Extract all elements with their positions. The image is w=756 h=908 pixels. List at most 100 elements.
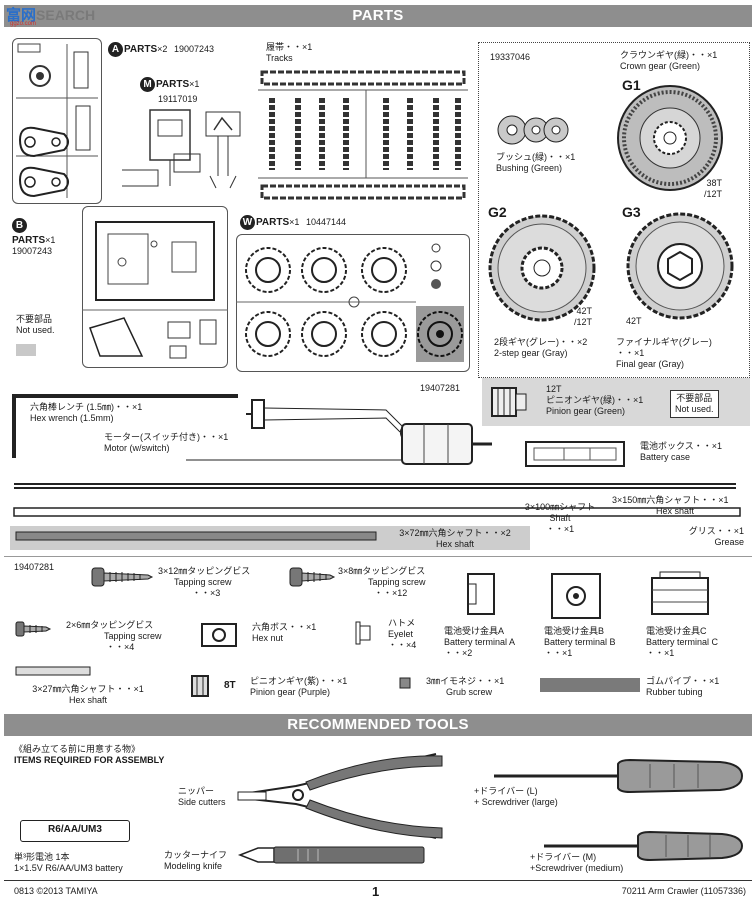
tree-w-badge: W (240, 215, 255, 230)
tree-a-drawing (16, 43, 98, 198)
tools-header-bar: RECOMMENDED TOOLS (4, 714, 752, 736)
tapping-screw-2x6-label: 2×6㎜タッピングビス Tapping screw ・・×4 (66, 620, 162, 652)
parts-title: PARTS (352, 7, 404, 24)
tapping-screw-3x8-label: 3×8㎜タッピングビス Tapping screw ・・×12 (338, 566, 426, 598)
battery-case-label: 電池ボックス・・×1 Battery case (640, 441, 722, 462)
bag-code-b: 19407281 (14, 562, 55, 572)
tapping-screw-3x12-label: 3×12㎜タッピングビス Tapping screw ・・×3 (158, 566, 251, 598)
crown-gear-label: クラウンギヤ(緑)・・×1 Crown gear (Green) (620, 50, 718, 71)
final-gear-label: ファイナルギヤ(グレー) ・・×1 Final gear (Gray) (616, 337, 712, 369)
rubber-tubing-label: ゴムパイプ・・×1 Rubber tubing (646, 676, 720, 697)
tree-b-badge: B (12, 218, 27, 233)
grub-screw-icon (399, 677, 411, 689)
watermark: 富网SEARCH (6, 4, 95, 25)
final-gear-icon (626, 212, 734, 320)
battery-terminal-a-icon (467, 573, 495, 615)
footer-copyright: 0813 ©2013 TAMIYA (14, 886, 98, 896)
motor-icon (186, 399, 492, 465)
grub-screw-label: 3㎜イモネジ・・×1 Grub screw (426, 676, 505, 697)
battery-case-icon (525, 441, 625, 467)
pinion-8t-teeth: 8T (224, 680, 236, 691)
tapping-screw-2x6-icon (15, 621, 52, 637)
g2-teeth: 42T /12T (574, 306, 593, 327)
two-step-gear-label: 2段ギヤ(グレー)・・×2 2-step gear (Gray) (494, 337, 588, 358)
tree-w-drawing (236, 243, 464, 362)
section-divider (4, 556, 752, 557)
bushing-icon (497, 115, 569, 145)
pinion-8t-icon (191, 675, 209, 697)
tools-heading: 《組み立てる前に用意する物》 ITEMS REQUIRED FOR ASSEMB… (14, 744, 165, 765)
g1-id: G1 (622, 77, 641, 93)
tapping-screw-3x8-icon (289, 567, 336, 587)
tools-title: RECOMMENDED TOOLS (287, 716, 469, 733)
hex-wrench-icon (12, 394, 238, 458)
hex-nut-icon (201, 623, 237, 647)
screwdriver-medium-icon (544, 830, 744, 862)
modeling-knife-icon (237, 846, 425, 864)
g1-teeth: 38T /12T (704, 178, 723, 199)
tree-b-frame (82, 206, 228, 368)
pinion-gear-icon (491, 387, 527, 417)
tapping-screw-3x12-icon (91, 567, 154, 587)
side-cutters-icon (237, 753, 443, 839)
tracks-drawing (258, 70, 468, 200)
watermark-sub: ggzo.com (10, 21, 37, 27)
tracks-label: 履帯・・×1 Tracks (266, 42, 313, 63)
pinion-8t-label: ピニオンギヤ(紫)・・×1 Pinion gear (Purple) (250, 676, 348, 697)
battery-terminal-b-icon (551, 573, 601, 619)
gear-code: 19337046 (490, 52, 531, 62)
gear-group-box (478, 42, 750, 378)
tree-w-frame (236, 234, 470, 372)
side-cutters-label: ニッパー Side cutters (178, 786, 226, 807)
hex-shaft-150-label: 3×150㎜六角シャフト・・×1 Hex shaft (612, 495, 729, 516)
pinion-gear-label: 12T ピニオンギヤ(緑)・・×1 Pinion gear (Green) (546, 384, 644, 416)
eyelet-icon (355, 621, 371, 645)
hex-shaft-27-icon (15, 666, 91, 676)
hex-shaft-72-label: 3×72㎜六角シャフト・・×2 Hex shaft (399, 528, 511, 549)
tree-b-label: B PARTS×1 19007243 (12, 218, 56, 256)
rubber-tubing-swatch (540, 678, 640, 692)
tree-m-code: 19117019 (158, 94, 198, 104)
battery-tag: R6/AA/UM3 (20, 820, 130, 842)
modeling-knife-label: カッターナイフ Modeling knife (164, 850, 228, 871)
shaft-100-label: 3×100㎜シャフト Shaft ・・×1 (524, 502, 596, 534)
g3-id: G3 (622, 204, 641, 220)
hex-wrench-label: 六角棒レンチ (1.5㎜)・・×1 Hex wrench (1.5mm) (30, 402, 143, 423)
footer-product: 70211 Arm Crawler (11057336) (621, 886, 746, 896)
shafts-icon (10, 483, 741, 550)
g2-id: G2 (488, 204, 507, 220)
tree-a-frame (12, 38, 102, 204)
hex-shaft-27-label: 3×27㎜六角シャフト・・×1 Hex shaft (32, 684, 144, 705)
screwdriver-large-icon (494, 758, 744, 794)
tree-a-badge: A (108, 42, 123, 57)
hex-nut-label: 六角ボス・・×1 Hex nut (252, 622, 317, 643)
parts-header-bar: PARTS (4, 5, 752, 27)
eyelet-label: ハトメ Eyelet ・・×4 (388, 618, 417, 650)
bushing-label: ブッシュ(緑)・・×1 Bushing (Green) (496, 152, 576, 173)
grease-label: グリス・・×1 Grease (688, 526, 744, 547)
motor-label: モーター(スイッチ付き)・・×1 Motor (w/switch) (104, 432, 229, 453)
footer-rule (4, 880, 752, 881)
page-number: 1 (372, 884, 380, 899)
bag-code-a: 19407281 (420, 383, 461, 393)
not-used-b: 不要部品 Not used. (16, 314, 55, 335)
watermark-left: 富网 (6, 7, 37, 24)
two-step-gear-icon (488, 214, 596, 322)
tree-m-badge: M (140, 77, 155, 92)
not-used-pinion: 不要部品 Not used. (670, 390, 719, 418)
tree-w-code: 10447144 (305, 216, 346, 227)
crown-gear-icon (617, 85, 723, 191)
tree-m-drawing (122, 109, 241, 189)
battery-terminal-b-label: 電池受け金具B Battery terminal B ・・×1 (544, 626, 616, 658)
screwdriver-medium-label: +ドライバー (M) +Screwdriver (medium) (530, 852, 624, 873)
screwdriver-large-label: +ドライバー (L) + Screwdriver (large) (474, 786, 558, 807)
battery-label: 単³形電池 1本 1×1.5V R6/AA/UM3 battery (14, 852, 123, 873)
tree-b-drawing (82, 221, 228, 359)
battery-terminal-a-label: 電池受け金具A Battery terminal A ・・×2 (444, 626, 516, 658)
tree-a-code: 19007243 (173, 43, 214, 54)
not-used-swatch (16, 344, 36, 356)
g3-teeth: 42T (626, 316, 642, 326)
